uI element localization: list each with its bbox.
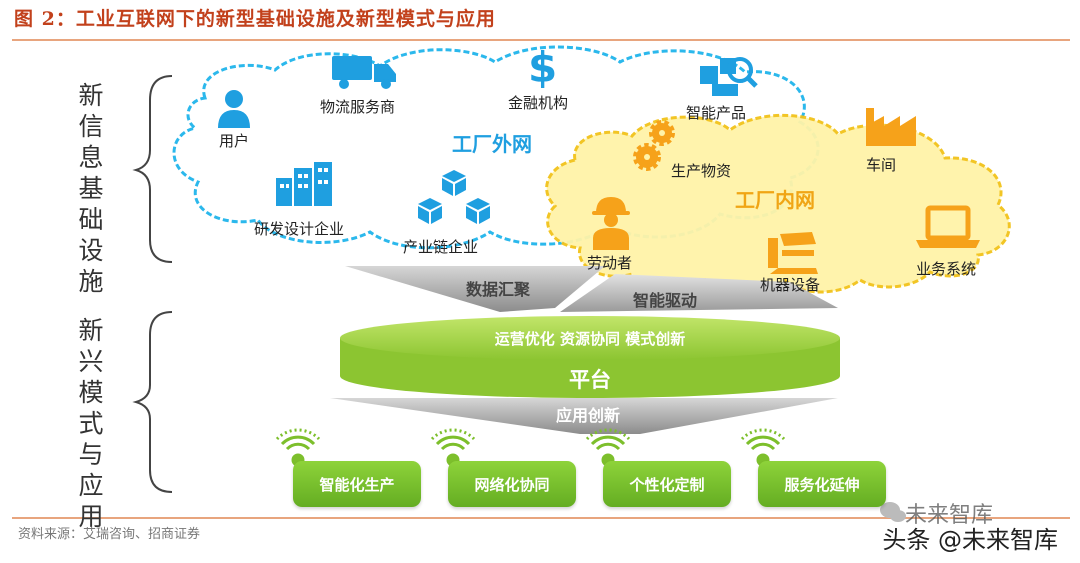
buildings-icon [276, 162, 332, 206]
truck-icon [332, 56, 396, 89]
signal-pin-icon [275, 428, 321, 467]
wechat-icon [880, 502, 906, 522]
internal-network-cloud [545, 113, 1011, 294]
node-workshop: 车间 [866, 156, 897, 174]
brace-models [132, 311, 173, 493]
node-machines: 机器设备 [760, 276, 821, 294]
platform-cylinder [340, 316, 840, 398]
laptop-icon [916, 205, 980, 248]
signal-pin-icon [585, 428, 631, 467]
node-user: 用户 [219, 132, 250, 150]
worker-icon [592, 197, 630, 250]
dollar-icon: $ [528, 43, 557, 92]
app-smart-production: 智能化生产 [293, 461, 421, 507]
side-label-infrastructure: 新信息基础设施 [78, 81, 104, 296]
side-label-models: 新兴模式与应用 [78, 316, 104, 531]
app-personalized-customization: 个性化定制 [603, 461, 731, 507]
factory-icon [866, 108, 916, 146]
node-materials: 生产物资 [671, 162, 732, 180]
brace-infrastructure [132, 75, 173, 263]
node-worker: 劳动者 [587, 254, 633, 272]
node-logistics: 物流服务商 [320, 98, 396, 116]
node-business-system: 业务系统 [916, 260, 977, 278]
cubes-icon [418, 170, 490, 224]
aggregation-label: 数据汇聚 [466, 280, 531, 299]
drive-label: 智能驱动 [633, 291, 698, 310]
internal-network-title: 工厂内网 [735, 188, 815, 212]
aggregation-arrow [345, 266, 605, 312]
product-search-icon [700, 57, 758, 96]
figure-title: 图 2：工业互联网下的新型基础设施及新型模式与应用 [14, 8, 496, 30]
signal-pin-icon [740, 428, 786, 467]
app-service-extension: 服务化延伸 [758, 461, 886, 507]
watermark-large: 头条 @未来智库 [882, 526, 1058, 554]
watermark-small: 未来智库 [905, 503, 994, 528]
drive-arrow [560, 274, 838, 312]
signal-pin-icon [430, 428, 476, 467]
platform-title: 平台 [569, 368, 611, 392]
node-smart-product: 智能产品 [686, 104, 747, 122]
app-networked-collaboration: 网络化协同 [448, 461, 576, 507]
footer-divider [12, 517, 1070, 519]
title-divider [12, 39, 1070, 41]
node-rd-design: 研发设计企业 [254, 220, 345, 238]
source-note: 资料来源：艾瑞咨询、招商证券 [18, 527, 201, 542]
external-network-title: 工厂外网 [452, 132, 532, 156]
platform-capabilities: 运营优化 资源协同 模式创新 [494, 330, 686, 348]
person-icon [218, 90, 250, 128]
machine-icon [768, 232, 818, 274]
node-finance: 金融机构 [508, 94, 569, 112]
gears-icon [633, 120, 675, 171]
app-innovation-label: 应用创新 [556, 406, 621, 425]
node-supply-chain: 产业链企业 [403, 238, 479, 256]
app-innovation-arrow [330, 398, 838, 434]
